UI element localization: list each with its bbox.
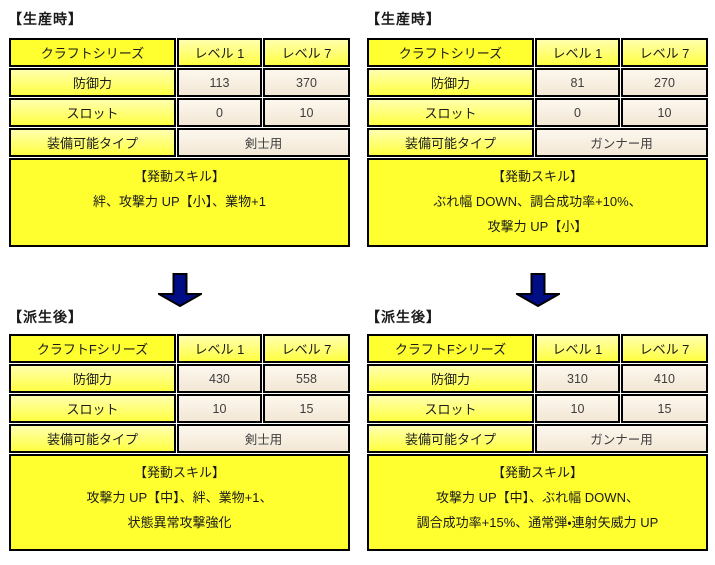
derivation-arrow: [8, 273, 351, 307]
stat-table: クラフトシリーズ レベル 1 レベル 7 防御力 113 370 スロット 0 …: [8, 37, 351, 248]
level-1-header-cell: レベル 1: [176, 38, 262, 67]
stat-label: 防御力: [367, 364, 534, 393]
equip-type-label: 装備可能タイプ: [9, 424, 176, 453]
table-row-equip-type: 装備可能タイプ 剣士用: [9, 424, 350, 453]
equip-type-value: ガンナー用: [534, 424, 708, 453]
skill-box: 【発動スキル】 攻撃力 UP【中】、絆、業物+1、 状態異常攻撃強化: [9, 454, 350, 551]
stat-label: スロット: [367, 98, 534, 127]
table-row-skills: 【発動スキル】 ぶれ幅 DOWN、調合成功率+10%、 攻撃力 UP【小】: [367, 158, 708, 247]
table-row-equip-type: 装備可能タイプ ガンナー用: [367, 424, 708, 453]
skill-line: 絆、攻撃力 UP【小】、業物+1: [93, 194, 266, 209]
stat-value-lv7: 410: [620, 364, 708, 393]
table-header-row: クラフトFシリーズ レベル 1 レベル 7: [367, 334, 708, 363]
stat-value-lv1: 430: [176, 364, 262, 393]
equip-type-value: 剣士用: [176, 128, 350, 157]
table-row-skills: 【発動スキル】 攻撃力 UP【中】、ぶれ幅 DOWN、 調合成功率+15%、通常…: [367, 454, 708, 551]
table-header-row: クラフトシリーズ レベル 1 レベル 7: [367, 38, 708, 67]
equip-type-value: 剣士用: [176, 424, 350, 453]
stat-value-lv7: 558: [262, 364, 350, 393]
skill-box: 【発動スキル】 絆、攻撃力 UP【小】、業物+1: [9, 158, 350, 247]
down-arrow-icon: [157, 273, 202, 307]
table-row-skills: 【発動スキル】 攻撃力 UP【中】、絆、業物+1、 状態異常攻撃強化: [9, 454, 350, 551]
stat-label: スロット: [9, 394, 176, 423]
stat-table: クラフトFシリーズ レベル 1 レベル 7 防御力 430 558 スロット 1…: [8, 333, 351, 552]
skill-title: 【発動スキル】: [491, 465, 583, 480]
stat-table: クラフトFシリーズ レベル 1 レベル 7 防御力 310 410 スロット 1…: [366, 333, 709, 552]
quadrant-production-blademaster: 【生産時】 クラフトシリーズ レベル 1 レベル 7 防御力 113 370 ス…: [8, 8, 351, 248]
skill-box: 【発動スキル】 攻撃力 UP【中】、ぶれ幅 DOWN、 調合成功率+15%、通常…: [367, 454, 708, 551]
section-title: 【派生後】: [366, 309, 441, 325]
table-row-slots: スロット 10 15: [367, 394, 708, 423]
stat-value-lv7: 15: [620, 394, 708, 423]
stat-label: 防御力: [9, 68, 176, 97]
table-header-row: クラフトFシリーズ レベル 1 レベル 7: [9, 334, 350, 363]
skill-title: 【発動スキル】: [133, 465, 225, 480]
series-name-cell: クラフトシリーズ: [367, 38, 534, 67]
equip-type-value: ガンナー用: [534, 128, 708, 157]
skill-line: 攻撃力 UP【小】: [487, 219, 588, 234]
stat-label: スロット: [9, 98, 176, 127]
skill-line: 攻撃力 UP【中】、ぶれ幅 DOWN、: [436, 490, 639, 505]
level-7-header-cell: レベル 7: [262, 334, 350, 363]
skill-line: 状態異常攻撃強化: [127, 515, 232, 530]
table-header-row: クラフトシリーズ レベル 1 レベル 7: [9, 38, 350, 67]
stat-value-lv7: 370: [262, 68, 350, 97]
series-name-cell: クラフトFシリーズ: [9, 334, 176, 363]
stat-label: 防御力: [9, 364, 176, 393]
stat-label: スロット: [367, 394, 534, 423]
table-row-equip-type: 装備可能タイプ 剣士用: [9, 128, 350, 157]
skill-line: 攻撃力 UP【中】、絆、業物+1、: [86, 490, 273, 505]
level-7-header-cell: レベル 7: [262, 38, 350, 67]
equip-type-label: 装備可能タイプ: [367, 128, 534, 157]
stat-value-lv1: 310: [534, 364, 620, 393]
table-row-skills: 【発動スキル】 絆、攻撃力 UP【小】、業物+1: [9, 158, 350, 247]
table-row-defense: 防御力 81 270: [367, 68, 708, 97]
table-row-slots: スロット 0 10: [9, 98, 350, 127]
table-row-slots: スロット 0 10: [367, 98, 708, 127]
skill-title: 【発動スキル】: [133, 169, 225, 184]
quadrant-derived-blademaster: 【派生後】 クラフトFシリーズ レベル 1 レベル 7 防御力 430 558 …: [8, 248, 351, 552]
skill-title: 【発動スキル】: [491, 169, 583, 184]
down-arrow-icon: [515, 273, 560, 307]
table-row-equip-type: 装備可能タイプ ガンナー用: [367, 128, 708, 157]
series-name-cell: クラフトシリーズ: [9, 38, 176, 67]
stat-value-lv7: 270: [620, 68, 708, 97]
section-title: 【生産時】: [366, 11, 441, 27]
stat-value-lv1: 0: [176, 98, 262, 127]
stat-value-lv7: 10: [620, 98, 708, 127]
quadrant-derived-gunner: 【派生後】 クラフトFシリーズ レベル 1 レベル 7 防御力 310 410 …: [366, 248, 709, 552]
level-7-header-cell: レベル 7: [620, 38, 708, 67]
quadrant-production-gunner: 【生産時】 クラフトシリーズ レベル 1 レベル 7 防御力 81 270 スロ…: [366, 8, 709, 248]
derivation-arrow: [366, 273, 709, 307]
stat-value-lv1: 113: [176, 68, 262, 97]
level-7-header-cell: レベル 7: [620, 334, 708, 363]
table-row-slots: スロット 10 15: [9, 394, 350, 423]
stat-value-lv1: 81: [534, 68, 620, 97]
section-title: 【生産時】: [8, 11, 83, 27]
stat-value-lv7: 15: [262, 394, 350, 423]
stat-value-lv1: 10: [534, 394, 620, 423]
level-1-header-cell: レベル 1: [176, 334, 262, 363]
series-name-cell: クラフトFシリーズ: [367, 334, 534, 363]
equip-type-label: 装備可能タイプ: [367, 424, 534, 453]
stat-table: クラフトシリーズ レベル 1 レベル 7 防御力 81 270 スロット 0 1…: [366, 37, 709, 248]
skill-box: 【発動スキル】 ぶれ幅 DOWN、調合成功率+10%、 攻撃力 UP【小】: [367, 158, 708, 247]
stat-value-lv7: 10: [262, 98, 350, 127]
level-1-header-cell: レベル 1: [534, 334, 620, 363]
equip-type-label: 装備可能タイプ: [9, 128, 176, 157]
level-1-header-cell: レベル 1: [534, 38, 620, 67]
stat-value-lv1: 0: [534, 98, 620, 127]
skill-line: 調合成功率+15%、通常弾・連射矢威力 UP: [416, 515, 659, 530]
table-row-defense: 防御力 430 558: [9, 364, 350, 393]
stat-label: 防御力: [367, 68, 534, 97]
skill-line: ぶれ幅 DOWN、調合成功率+10%、: [433, 194, 642, 209]
section-title: 【派生後】: [8, 309, 83, 325]
table-row-defense: 防御力 113 370: [9, 68, 350, 97]
table-row-defense: 防御力 310 410: [367, 364, 708, 393]
stat-value-lv1: 10: [176, 394, 262, 423]
